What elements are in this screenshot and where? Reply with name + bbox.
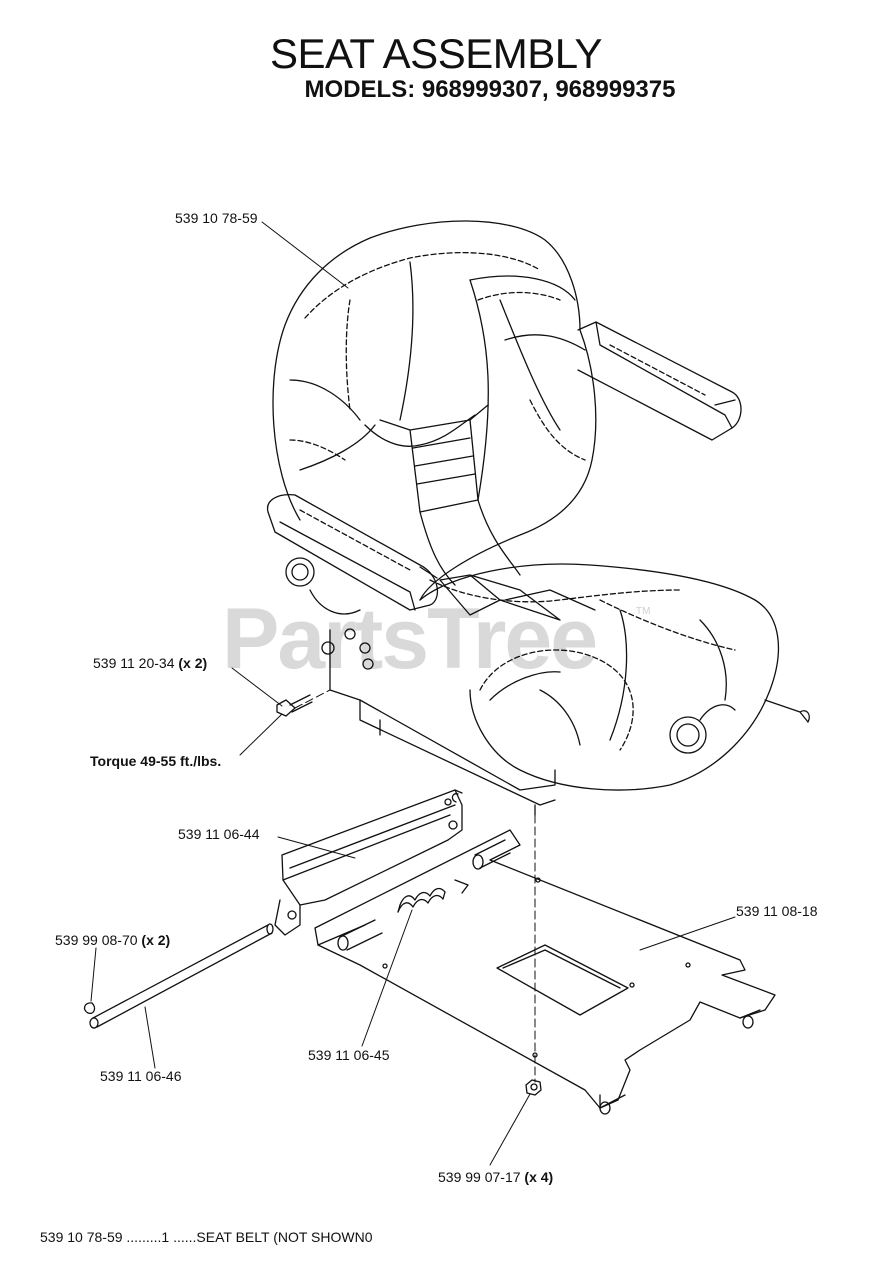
mount-plate-part: [314, 829, 776, 1115]
callout-spring: 539 11 06-45: [308, 1047, 389, 1063]
bolt-part: [276, 694, 313, 717]
footer-note: 539 10 78-59 .........1 ......SEAT BELT …: [40, 1229, 373, 1245]
callout-bracket: 539 11 06-44: [178, 826, 259, 842]
callout-plate-part: 539 11 08-18: [736, 903, 818, 919]
callout-bolt: 539 11 20-34 (x 2): [93, 655, 207, 671]
nut-part: [525, 1079, 542, 1096]
armrest-right: [577, 321, 742, 441]
callout-spring-part: 539 11 06-45: [308, 1047, 390, 1063]
callout-clip-qty: (x 2): [141, 932, 171, 948]
callout-rod: 539 11 06-46: [100, 1068, 181, 1084]
callout-nut-qty: (x 4): [524, 1169, 554, 1185]
bracket-part: [274, 789, 463, 936]
seat-illustration: [266, 220, 810, 816]
callout-seat-part: 539 10 78-59: [175, 210, 258, 226]
rod-part: [89, 923, 274, 1029]
leader-lines: [90, 221, 736, 1166]
callout-rod-part: 539 11 06-46: [100, 1068, 182, 1084]
callout-plate: 539 11 08-18: [736, 903, 817, 919]
callout-nut: 539 99 07-17 (x 4): [438, 1169, 553, 1185]
armrest-left: [266, 494, 439, 611]
models-subtitle: MODELS: 968999307, 968999375: [304, 76, 676, 103]
seat-cushion: [419, 563, 780, 791]
callout-clip-part: 539 99 08-70: [55, 932, 138, 948]
seat-backrest: [272, 220, 597, 601]
callout-nut-part: 539 99 07-17: [438, 1169, 521, 1185]
alignment-lines: [294, 689, 536, 1083]
callout-clip: 539 99 08-70 (x 2): [55, 932, 170, 948]
callout-bracket-part: 539 11 06-44: [178, 826, 260, 842]
torque-note: Torque 49-55 ft./lbs.: [90, 753, 222, 769]
clip-part: [83, 793, 459, 1014]
spring-part: [397, 887, 446, 913]
watermark-logo: PartsTree: [222, 591, 598, 687]
callout-seat: 539 10 78-59: [175, 210, 258, 226]
callout-bolt-part: 539 11 20-34: [93, 655, 175, 671]
diagram-title: SEAT ASSEMBLY: [270, 30, 602, 77]
watermark-trademark: TM: [636, 606, 651, 617]
callout-bolt-qty: (x 2): [178, 655, 208, 671]
